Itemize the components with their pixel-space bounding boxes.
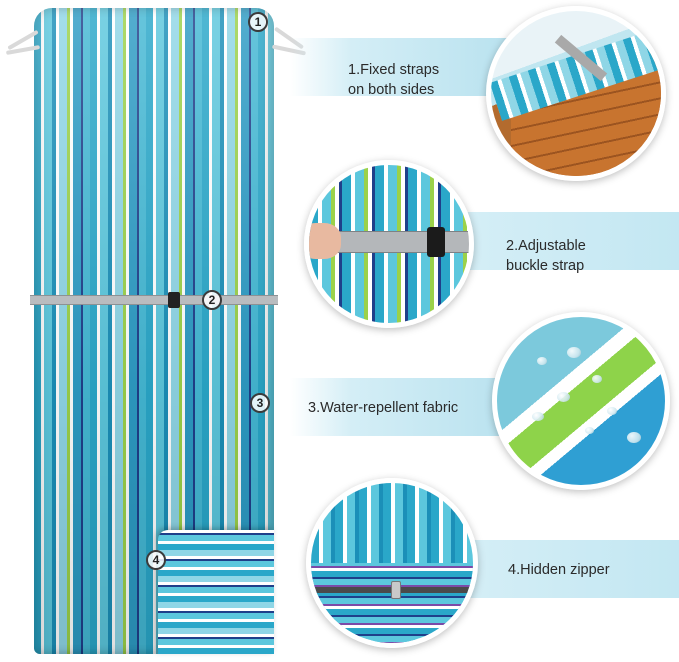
water-droplet-icon — [592, 375, 602, 383]
water-repellent-detail-image — [492, 312, 670, 490]
feature-3-line1: 3.Water-repellent fabric — [308, 400, 459, 416]
feature-2-line2: buckle strap — [506, 258, 585, 274]
water-droplet-icon — [557, 392, 570, 402]
feature-banner-1 — [290, 38, 510, 96]
feature-4-line1: 4.Hidden zipper — [508, 562, 610, 578]
feature-3-label: 3.Water-repellent fabric — [308, 398, 458, 418]
hidden-zipper-detail-image — [306, 478, 478, 648]
zipper-pull-icon — [391, 581, 401, 599]
water-droplet-icon — [585, 427, 594, 434]
buckle-strap-detail-image — [304, 160, 474, 328]
feature-1-line1: 1.Fixed straps — [348, 62, 440, 78]
feature-1-label: 1.Fixed straps on both sides — [348, 60, 439, 100]
cushion-side-panel — [311, 563, 473, 643]
folded-cushion-corner — [158, 530, 274, 654]
feature-2-label: 2.Adjustable buckle strap — [506, 236, 586, 276]
water-droplet-icon — [567, 347, 581, 358]
buckle-icon — [168, 292, 180, 308]
feature-banner-3 — [290, 378, 510, 436]
fixed-straps-detail-image — [486, 6, 666, 181]
feature-4-label: 4.Hidden zipper — [508, 560, 610, 580]
marker-2: 2 — [202, 290, 222, 310]
water-droplet-icon — [532, 412, 544, 421]
feature-2-line1: 2.Adjustable — [506, 238, 586, 254]
seat-cushion-image — [34, 8, 274, 654]
marker-1: 1 — [248, 12, 268, 32]
feature-1-line2: on both sides — [348, 82, 435, 98]
water-droplet-icon — [537, 357, 547, 365]
hand-pulling-strap — [309, 223, 341, 259]
marker-4: 4 — [146, 550, 166, 570]
marker-3: 3 — [250, 393, 270, 413]
water-droplet-icon — [607, 407, 617, 415]
buckle-strap — [30, 295, 278, 305]
buckle-closeup-icon — [427, 227, 445, 257]
water-droplet-icon — [627, 432, 641, 443]
